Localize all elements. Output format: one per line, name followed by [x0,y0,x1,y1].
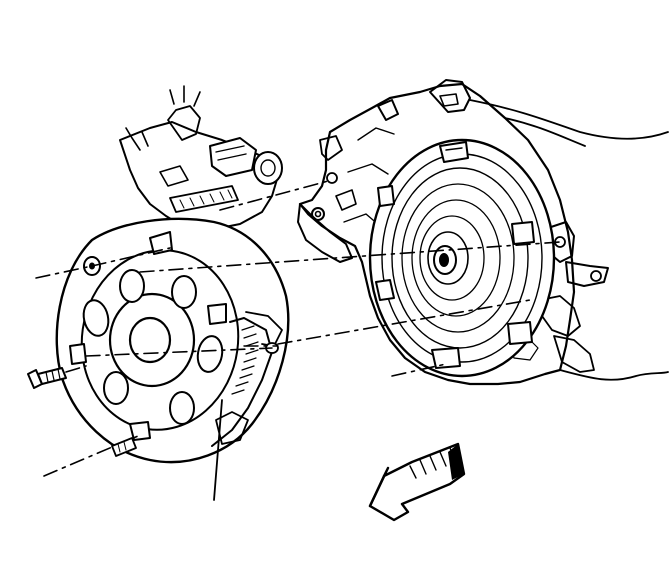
bolt [27,365,87,389]
torque-converter [368,138,556,378]
direction-arrow-icon [368,442,466,522]
flexplate [55,217,290,464]
stud-fastener [111,437,137,457]
leader-line [213,399,223,501]
alignment-lines [35,179,561,477]
engine-block-fragment [119,85,283,231]
